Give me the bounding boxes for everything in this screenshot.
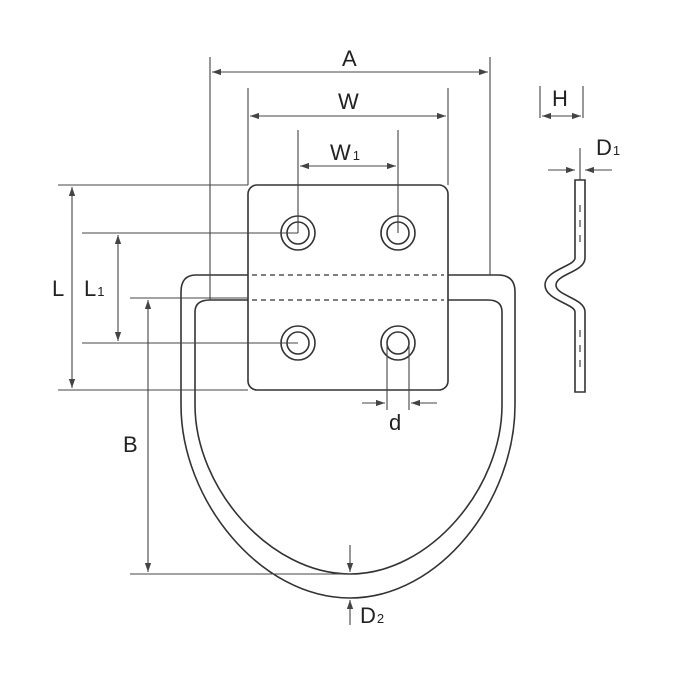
label-D1: D1 <box>596 135 620 160</box>
label-A: A <box>342 46 357 71</box>
mounting-plate <box>247 184 449 391</box>
d-ring-inner <box>194 299 503 575</box>
label-D1-main: D <box>596 135 612 160</box>
label-W1-subscript: 1 <box>353 148 360 163</box>
label-L1-main: L <box>84 276 96 301</box>
label-L1: L1 <box>84 276 104 301</box>
label-H: H <box>552 86 568 111</box>
label-L1-subscript: 1 <box>97 284 104 299</box>
label-D2-main: D <box>360 603 376 628</box>
label-W1-main: W <box>330 140 351 165</box>
side-view-profile <box>544 179 586 393</box>
d-ring-outer <box>180 274 516 599</box>
label-D1-subscript: 1 <box>613 143 620 158</box>
d-ring <box>180 274 516 599</box>
label-D2: D2 <box>360 603 384 628</box>
plate-body <box>247 184 449 391</box>
extension-lines <box>58 57 584 575</box>
label-L: L <box>52 276 64 301</box>
label-B: B <box>123 432 138 457</box>
label-D2-subscript: 2 <box>377 611 384 626</box>
dimension-lines <box>68 68 612 625</box>
side-view <box>544 179 586 393</box>
label-W: W <box>338 89 359 114</box>
label-d: d <box>389 410 401 435</box>
